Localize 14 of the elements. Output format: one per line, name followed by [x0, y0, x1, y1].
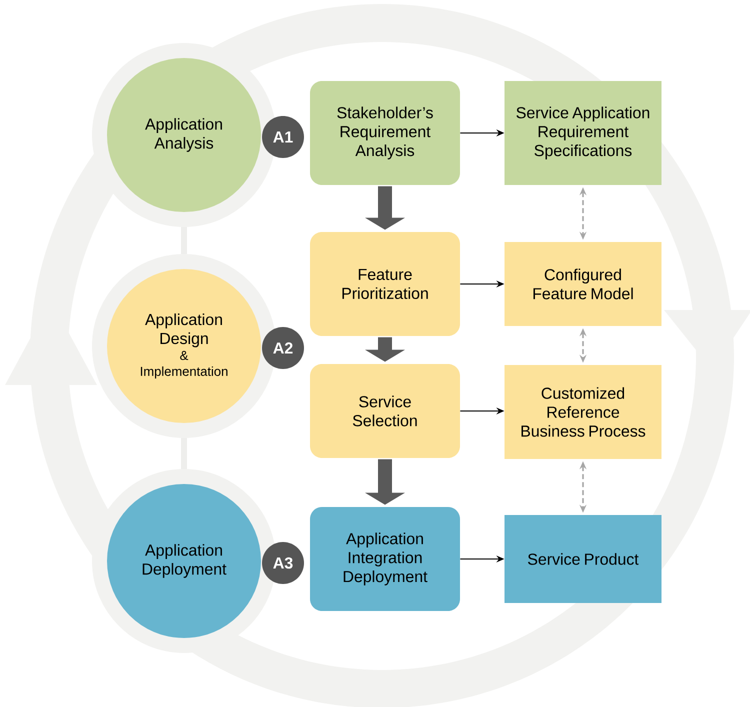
- process-box: Service Selection: [310, 364, 460, 458]
- artifact-box: Service Product: [504, 515, 662, 603]
- flow-arrow: [365, 459, 405, 505]
- artifact-box: Configured Feature Model: [504, 242, 662, 326]
- process-box: Stakeholder’s Requirement Analysis: [310, 81, 460, 185]
- artifact-box: Customized Reference Business Process: [504, 365, 662, 459]
- process-box: Feature Prioritization: [310, 232, 460, 336]
- step-badge: A1: [262, 116, 304, 158]
- flow-arrow: [365, 186, 405, 230]
- artifact-box: Service Application Requirement Specifications: [504, 81, 662, 185]
- flow-arrow: [365, 337, 405, 362]
- step-badge: A2: [262, 327, 304, 369]
- step-badge: A3: [262, 542, 304, 584]
- process-box: Application Integration Deployment: [310, 507, 460, 611]
